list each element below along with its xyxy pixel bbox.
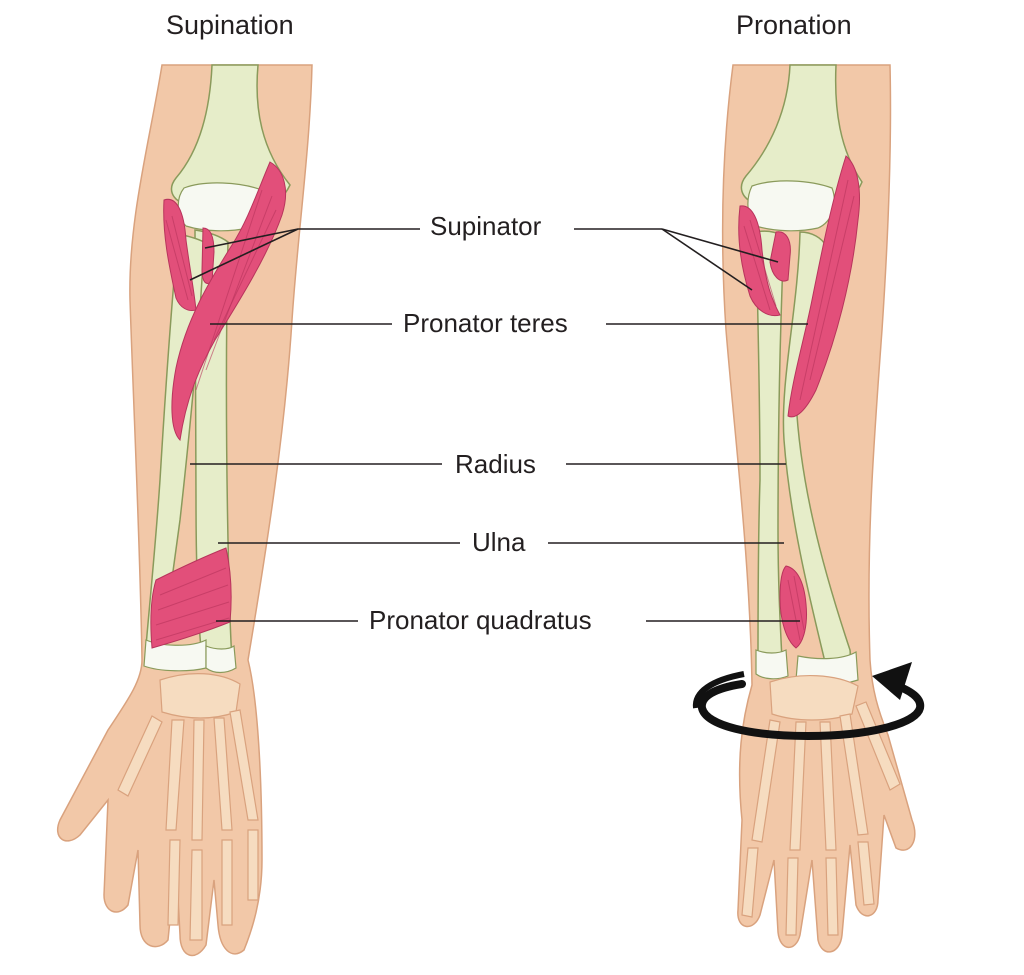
pronation-hand-bones xyxy=(741,675,901,936)
rotation-arrow-ring xyxy=(697,680,925,741)
supination-muscle-striations xyxy=(155,189,277,641)
label-pronator-teres: Pronator teres xyxy=(403,308,568,339)
supination-hand-bones xyxy=(117,673,259,941)
pronation-arm xyxy=(692,64,925,953)
pronation-title: Pronation xyxy=(736,10,852,40)
pronation-pronator-teres-muscle xyxy=(787,155,860,418)
pronation-muscle-striations xyxy=(743,179,855,641)
supination-distal-ulna xyxy=(205,644,237,674)
pronation-supinator-muscle-2 xyxy=(769,231,791,282)
label-ulna: Ulna xyxy=(472,527,526,558)
rotation-arrow-icon xyxy=(692,662,925,741)
label-supinator: Supinator xyxy=(430,211,542,242)
rotation-arrow-head xyxy=(872,662,912,700)
supination-supinator-muscle-2 xyxy=(201,227,215,284)
leader-lines xyxy=(189,228,808,622)
supination-arm xyxy=(57,64,313,957)
rotation-arrow-ring-inner xyxy=(692,671,745,709)
pronation-elbow-cartilage xyxy=(747,180,835,232)
supination-title: Supination xyxy=(166,10,294,40)
label-radius: Radius xyxy=(455,449,536,480)
supination-pronator-teres-muscle xyxy=(171,161,286,442)
pronation-distal-ulna xyxy=(755,649,789,680)
supination-skin xyxy=(57,64,313,957)
label-pronator-quadratus: Pronator quadratus xyxy=(369,605,592,636)
